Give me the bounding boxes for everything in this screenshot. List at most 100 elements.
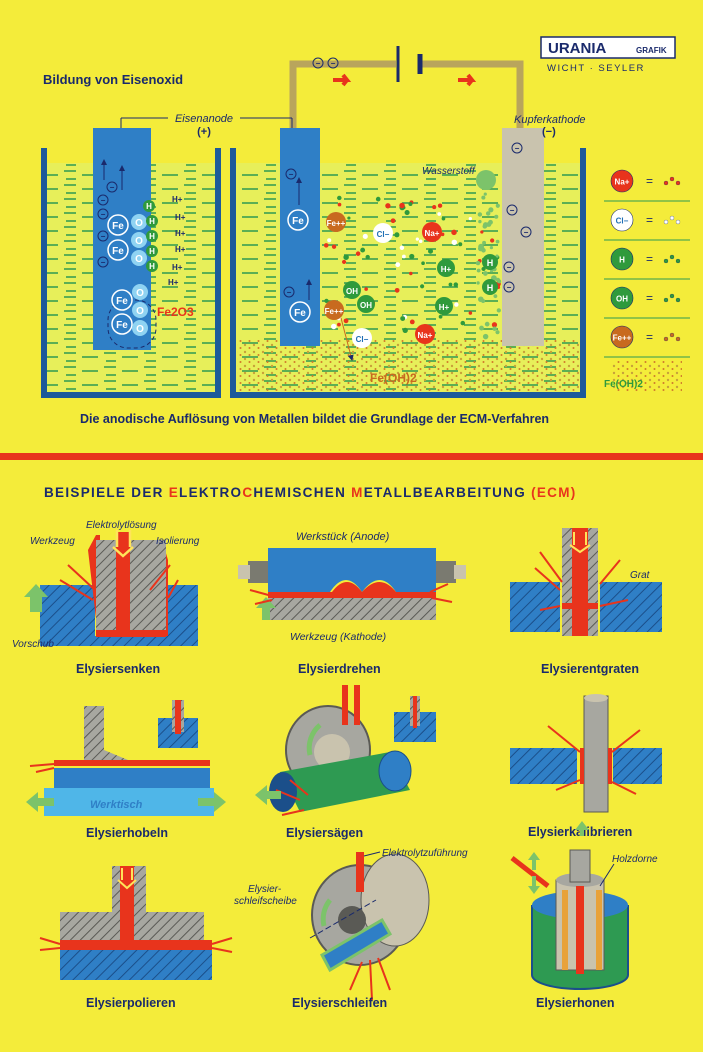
svg-text:Elysiersenken: Elysiersenken bbox=[76, 662, 160, 676]
rotation-arrow-icon bbox=[306, 723, 322, 756]
electron: − bbox=[327, 57, 339, 69]
electron: − bbox=[511, 142, 523, 154]
hydrogen-bubble bbox=[476, 170, 496, 190]
hydrogen-dot bbox=[483, 271, 488, 276]
hydrogen-dot bbox=[488, 219, 493, 225]
anode-sign: (+) bbox=[197, 126, 211, 138]
svg-text:OH: OH bbox=[360, 301, 372, 310]
ion-o: O bbox=[131, 214, 147, 230]
ion-o: O bbox=[132, 302, 148, 318]
svg-text:H: H bbox=[487, 258, 494, 268]
hydrogen-dot bbox=[494, 214, 499, 219]
flow-arrow-icon bbox=[117, 868, 137, 890]
panel-elysierhobeln: Werktisch Elysierhobeln bbox=[26, 700, 226, 840]
particle-dot bbox=[437, 212, 442, 216]
particle-dot bbox=[399, 202, 405, 209]
electron: − bbox=[285, 168, 297, 180]
left-tank-ions: Fe Fe Fe Fe O O O O O O H H H H H H+ H+ … bbox=[97, 159, 186, 336]
section-divider bbox=[0, 453, 703, 460]
svg-text:H+: H+ bbox=[441, 265, 452, 274]
hydrogen-label: Wasserstoff bbox=[422, 166, 476, 177]
svg-text:Fe: Fe bbox=[292, 216, 304, 227]
svg-text:Isolierung: Isolierung bbox=[156, 536, 200, 547]
particle-dot bbox=[399, 245, 405, 251]
svg-text:−: − bbox=[101, 196, 106, 205]
hydrogen-dot bbox=[477, 212, 483, 217]
hydrogen-dot bbox=[482, 240, 487, 245]
panel-elysierkalibrieren: Elysierkalibrieren bbox=[510, 694, 662, 839]
legend-equals: = bbox=[646, 291, 653, 305]
svg-text:−: − bbox=[524, 228, 529, 237]
brand-authors: WICHT · SEYLER bbox=[547, 63, 645, 74]
heading-part: ETALLBEARBEITUNG bbox=[364, 485, 531, 500]
heading-part: BEISPIELE DER bbox=[44, 485, 169, 500]
ion-fe2: Fe++ bbox=[324, 300, 344, 320]
legend-symbol: Cl− bbox=[616, 217, 629, 226]
electrolyte-feed-icon bbox=[510, 856, 550, 888]
ion-h: H bbox=[146, 215, 158, 227]
battery-symbol bbox=[396, 46, 423, 82]
particle-dot bbox=[400, 316, 406, 322]
particle-dot bbox=[451, 239, 458, 246]
svg-text:Fe: Fe bbox=[116, 320, 128, 331]
particle-dot bbox=[337, 322, 341, 327]
heading-part: HEMISCHEN bbox=[253, 485, 351, 500]
current-arrow-icon bbox=[333, 73, 352, 87]
legend-item: Cl−= bbox=[604, 208, 690, 241]
panel-elysierpolieren: Elysierpolieren bbox=[39, 866, 233, 1010]
hydrogen-dot bbox=[497, 279, 502, 284]
stroke-up-icon bbox=[575, 821, 589, 836]
particle-dot bbox=[402, 327, 408, 334]
particle-dot bbox=[364, 287, 368, 291]
svg-text:Cl−: Cl− bbox=[356, 335, 369, 344]
particle-dot bbox=[394, 287, 400, 293]
ion-o: O bbox=[131, 250, 147, 266]
particle-dot bbox=[401, 254, 406, 259]
right-tank bbox=[230, 128, 586, 398]
particle-dot bbox=[409, 319, 415, 325]
ion-h: H bbox=[146, 245, 158, 257]
panel-elysierhonen: Holzdorne Elysierhonen bbox=[510, 821, 658, 1010]
electron: − bbox=[106, 181, 118, 193]
particle-dot bbox=[420, 284, 425, 289]
hydrogen-dot bbox=[476, 268, 481, 273]
svg-text:−: − bbox=[101, 258, 106, 267]
ion-fe: Fe bbox=[287, 209, 309, 231]
svg-text:Elysierhobeln: Elysierhobeln bbox=[86, 826, 168, 840]
svg-text:−: − bbox=[101, 210, 106, 219]
svg-text:−: − bbox=[287, 288, 292, 297]
hydrogen-dot bbox=[484, 321, 490, 327]
particle-dot bbox=[375, 196, 381, 202]
copper-cathode bbox=[502, 128, 544, 346]
particle-dot bbox=[437, 203, 443, 208]
brand-suffix: GRAFIK bbox=[636, 46, 667, 55]
svg-text:Elektrolytlösung: Elektrolytlösung bbox=[86, 520, 157, 531]
stroke-down-icon bbox=[528, 876, 540, 894]
particle-dot bbox=[490, 238, 495, 243]
flow-arrow-icon bbox=[112, 530, 134, 558]
particle-dot bbox=[360, 247, 366, 253]
particle-dot bbox=[438, 314, 443, 319]
legend-sludge: Fe(OH)2 bbox=[604, 379, 643, 390]
particle-dot bbox=[441, 216, 446, 221]
particle-dot bbox=[404, 209, 410, 216]
svg-text:Na+: Na+ bbox=[425, 229, 440, 238]
svg-text:Werkzeug (Kathode): Werkzeug (Kathode) bbox=[290, 631, 386, 643]
hydrogen-dot bbox=[493, 294, 498, 299]
ion-legend: Na+=Cl−=H=OH=Fe++= bbox=[604, 169, 690, 358]
hydrogen-dot bbox=[489, 269, 494, 273]
cathode-sign: (−) bbox=[542, 126, 556, 138]
panel-elysiersaegen: Elysiersägen bbox=[255, 685, 436, 840]
ion-hplus: H+ bbox=[175, 245, 186, 254]
anode-label: Eisenanode bbox=[175, 113, 233, 125]
particle-dot bbox=[362, 233, 368, 239]
legend-item: Fe++= bbox=[604, 325, 690, 358]
legend-item: H= bbox=[604, 247, 690, 280]
hydrogen-dot bbox=[495, 239, 500, 244]
particle-dot bbox=[408, 201, 413, 207]
hydrogen-dot bbox=[481, 195, 486, 200]
hydrogen-dot bbox=[475, 260, 481, 266]
move-left-icon bbox=[26, 792, 54, 812]
sludge-formula: Fe(OH)2 bbox=[370, 371, 417, 385]
electron: − bbox=[503, 281, 515, 293]
